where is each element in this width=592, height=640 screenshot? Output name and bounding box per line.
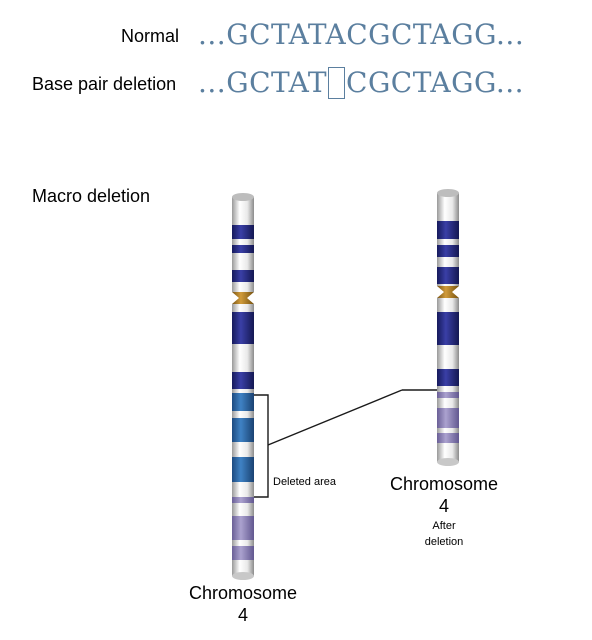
macro-deletion-label: Macro deletion <box>32 186 151 206</box>
deleted-base-gap <box>328 67 346 99</box>
chromosome-after-name: Chromosome <box>389 474 499 494</box>
chromosome-before-name: Chromosome <box>188 583 298 603</box>
deleted-area-bracket <box>254 389 437 498</box>
bp-seq-prefix: ... <box>198 66 227 99</box>
chromosome-before-caption: Chromosome 4 <box>183 582 303 626</box>
chromosome-after-caption: Chromosome 4 <box>384 473 504 517</box>
chromosome-before <box>232 193 254 580</box>
normal-sequence: ...GCTATACGCTAGG... <box>198 18 524 51</box>
chromosome-before-number: 4 <box>237 605 248 625</box>
bp-seq-right: CGCTAGG <box>346 66 496 99</box>
normal-label: Normal <box>121 26 180 46</box>
chromosome-after-number: 4 <box>438 496 449 516</box>
deleted-area-label: Deleted area <box>273 476 336 488</box>
after-deletion-note: After deletion <box>404 518 484 550</box>
after-note-line1: After <box>432 520 456 532</box>
chromosome-after <box>437 189 459 466</box>
bp-seq-suffix: ... <box>495 66 525 99</box>
bp-seq-left: GCTAT <box>226 66 328 99</box>
normal-seq-prefix: ... <box>198 18 227 51</box>
bp-deletion-label: Base pair deletion <box>32 74 177 94</box>
after-note-line2: deletion <box>424 536 464 548</box>
normal-seq: GCTATACGCTAGG <box>226 18 497 51</box>
normal-seq-suffix: ... <box>496 18 525 51</box>
